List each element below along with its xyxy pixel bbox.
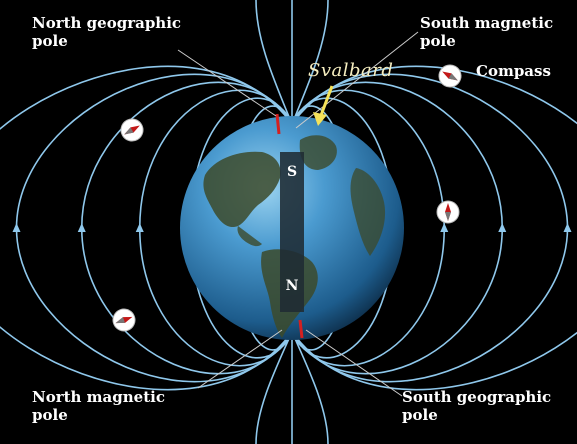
field-line [0, 65, 293, 391]
field-line-arrow [563, 223, 572, 232]
compass-icon [120, 118, 144, 142]
field-line [255, 0, 293, 125]
magnet-n-label: N [286, 278, 299, 294]
field-line-arrow [12, 223, 21, 232]
field-line-arrow [135, 223, 144, 232]
bar-magnet: S N [280, 152, 304, 312]
compasses [112, 64, 462, 332]
field-line [255, 331, 293, 444]
svalbard-arrow [313, 85, 334, 126]
leader-lines [177, 31, 419, 397]
field-line [291, 331, 329, 444]
compass-icon [436, 200, 460, 224]
label-north-geographic-pole: North geographic pole [32, 14, 182, 50]
field-line-arrow [440, 223, 449, 232]
europe-africa-landmass [350, 168, 386, 256]
magnet-s-label: S [287, 164, 297, 180]
label-svalbard: Svalbard [308, 60, 394, 81]
central-america-landmass [237, 226, 262, 247]
north-america-landmass [203, 151, 281, 228]
field-line [291, 0, 329, 125]
label-north-magnetic-pole: North magnetic pole [32, 388, 165, 424]
greenland-landmass [299, 135, 337, 170]
label-south-geographic-pole: South geographic pole [402, 388, 552, 424]
label-south-magnetic-pole: South magnetic pole [420, 14, 554, 50]
label-compass: Compass [476, 62, 551, 80]
field-line-arrow [77, 223, 86, 232]
field-line [291, 65, 577, 391]
south-geographic-pole-marker [298, 319, 304, 339]
field-line-arrow [498, 223, 507, 232]
north-geographic-pole-marker [275, 113, 281, 135]
compass-icon [112, 308, 136, 332]
compass-icon [438, 64, 462, 88]
